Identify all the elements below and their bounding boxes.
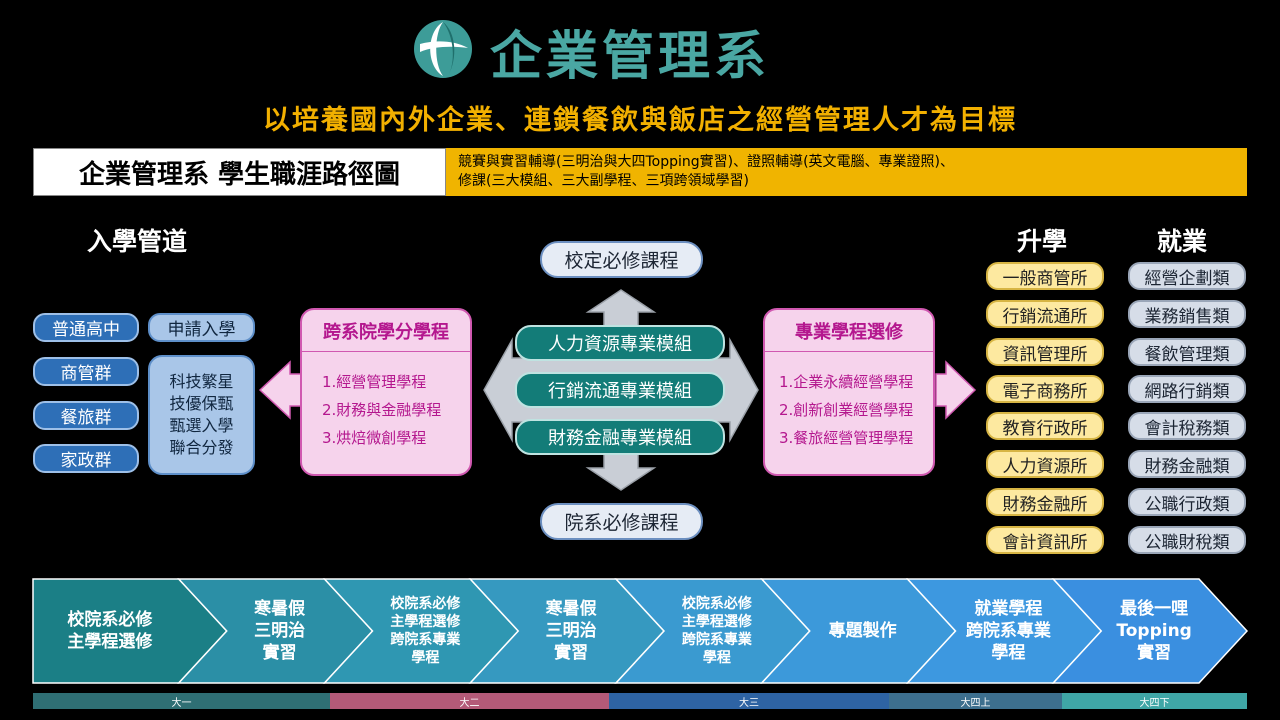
employment-item: 公職行政類 xyxy=(1128,488,1246,516)
elective-program-title: 專業學程選修 xyxy=(765,310,933,352)
cross-program-item: 2.財務與金融學程 xyxy=(322,401,442,419)
further-study-item: 資訊管理所 xyxy=(986,338,1104,366)
admission-method: 技優保甄 xyxy=(169,394,234,413)
timeline-step: 寒暑假三明治實習 xyxy=(511,598,631,664)
source-general-high-school: 普通高中 xyxy=(33,313,139,342)
timeline-step-line: 主學程選修 xyxy=(67,632,153,652)
timeline-step-line: 學程 xyxy=(702,650,731,666)
module-finance: 財務金融專業模組 xyxy=(515,419,725,455)
timeline-step-line: Topping xyxy=(1116,621,1192,641)
timeline-step-line: 專題製作 xyxy=(828,621,897,641)
employment-item: 經營企劃類 xyxy=(1128,262,1246,290)
employment-item: 餐飲管理類 xyxy=(1128,338,1246,366)
year-2-bar: 大二 xyxy=(330,693,609,709)
timeline-step-line: 寒暑假 xyxy=(254,599,306,619)
timeline-step-line: 主學程選修 xyxy=(390,614,461,630)
timeline-step-line: 學程 xyxy=(411,650,440,666)
employment-item: 會計稅務類 xyxy=(1128,412,1246,440)
further-study-item: 會計資訊所 xyxy=(986,526,1104,554)
admission-heading: 入學管道 xyxy=(87,227,188,256)
further-study-item: 電子商務所 xyxy=(986,375,1104,403)
further-study-item: 人力資源所 xyxy=(986,450,1104,478)
timeline-step-line: 校院系必修 xyxy=(390,596,461,612)
year-3-bar: 大三 xyxy=(609,693,889,709)
cross-program-item: 1.經營管理學程 xyxy=(322,373,427,391)
timeline-step-line: 寒暑假 xyxy=(545,599,597,619)
year-4-second-half-bar: 大四下 xyxy=(1062,693,1247,709)
timeline-step-line: 實習 xyxy=(262,643,297,663)
timeline-step-line: 跨院系專業 xyxy=(390,632,461,648)
timeline-step-line: 實習 xyxy=(1137,643,1172,663)
timeline-step: 校院系必修主學程選修跨院系專業學程 xyxy=(657,595,777,667)
source-home-economics-group: 家政群 xyxy=(33,444,139,473)
employment-heading: 就業 xyxy=(1157,227,1208,256)
timeline-step-line: 校院系必修 xyxy=(681,596,752,612)
admission-method: 科技繁星 xyxy=(169,372,234,391)
module-marketing-distribution: 行銷流通專業模組 xyxy=(515,372,725,408)
module-human-resources: 人力資源專業模組 xyxy=(515,325,725,361)
cross-program-title: 跨系院學分學程 xyxy=(302,310,470,352)
source-business-group: 商管群 xyxy=(33,357,139,386)
timeline-step-line: 三明治 xyxy=(545,621,597,641)
elective-program-item: 1.企業永續經營學程 xyxy=(779,373,914,391)
admission-method: 聯合分發 xyxy=(169,438,234,457)
timeline-step-line: 跨院系專業 xyxy=(965,621,1051,641)
goal-statement: 以培養國內外企業、連鎖餐飲與飯店之經營管理人才為目標 xyxy=(263,105,1017,136)
department-required-courses: 院系必修課程 xyxy=(540,503,703,540)
timeline-step-line: 最後一哩 xyxy=(1120,599,1189,619)
timeline-step: 校院系必修主學程選修 xyxy=(50,609,170,653)
further-study-heading: 升學 xyxy=(1017,227,1068,256)
support-line-2: 修課(三大模組、三大副學程、三項跨領域學習) xyxy=(458,173,749,189)
support-line-1: 競賽與實習輔導(三明治與大四Topping實習)、證照輔導(英文電腦、專業證照)… xyxy=(458,154,955,170)
apply-admission: 申請入學 xyxy=(148,313,255,342)
further-study-item: 財務金融所 xyxy=(986,488,1104,516)
timeline-step-line: 就業學程 xyxy=(974,599,1043,619)
year-1-bar: 大一 xyxy=(33,693,330,709)
admission-method: 甄選入學 xyxy=(169,416,234,435)
elective-program-item: 2.創新創業經營學程 xyxy=(779,401,914,419)
cross-program-box: 跨系院學分學程 1.經營管理學程 2.財務與金融學程 3.烘焙微創學程 xyxy=(300,308,472,476)
year-4-first-half-bar: 大四上 xyxy=(889,693,1062,709)
timeline-step-shape xyxy=(1051,578,1249,684)
further-study-item: 行銷流通所 xyxy=(986,300,1104,328)
timeline-step-line: 三明治 xyxy=(254,621,306,641)
timeline-step-line: 校院系必修 xyxy=(67,610,153,630)
timeline-step: 專題製作 xyxy=(803,620,923,642)
further-study-item: 一般商管所 xyxy=(986,262,1104,290)
timeline-step: 校院系必修主學程選修跨院系專業學程 xyxy=(365,595,485,667)
career-path-title: 企業管理系 學生職涯路徑圖 xyxy=(33,148,446,196)
admission-methods: 科技繁星 技優保甄 甄選入學 聯合分發 xyxy=(148,355,255,475)
employment-item: 財務金融類 xyxy=(1128,450,1246,478)
arrow-right-pink xyxy=(935,360,977,420)
timeline-step: 就業學程跨院系專業學程 xyxy=(948,598,1068,664)
employment-item: 業務銷售類 xyxy=(1128,300,1246,328)
elective-program-box: 專業學程選修 1.企業永續經營學程 2.創新創業經營學程 3.餐旅經營管理學程 xyxy=(763,308,935,476)
source-hospitality-group: 餐旅群 xyxy=(33,401,139,430)
employment-item: 網路行銷類 xyxy=(1128,375,1246,403)
department-logo-icon xyxy=(414,20,472,78)
timeline-step-line: 學程 xyxy=(991,643,1026,663)
timeline-step: 寒暑假三明治實習 xyxy=(220,598,340,664)
further-study-item: 教育行政所 xyxy=(986,412,1104,440)
support-description: 競賽與實習輔導(三明治與大四Topping實習)、證照輔導(英文電腦、專業證照)… xyxy=(446,148,1247,196)
department-title: 企業管理系 xyxy=(490,27,771,87)
employment-item: 公職財稅類 xyxy=(1128,526,1246,554)
timeline-step-line: 跨院系專業 xyxy=(681,632,752,648)
cross-program-item: 3.烘焙微創學程 xyxy=(322,429,427,447)
timeline-step-line: 主學程選修 xyxy=(681,614,752,630)
timeline-step-line: 實習 xyxy=(554,643,589,663)
school-required-courses: 校定必修課程 xyxy=(540,241,703,278)
elective-program-item: 3.餐旅經營管理學程 xyxy=(779,429,914,447)
